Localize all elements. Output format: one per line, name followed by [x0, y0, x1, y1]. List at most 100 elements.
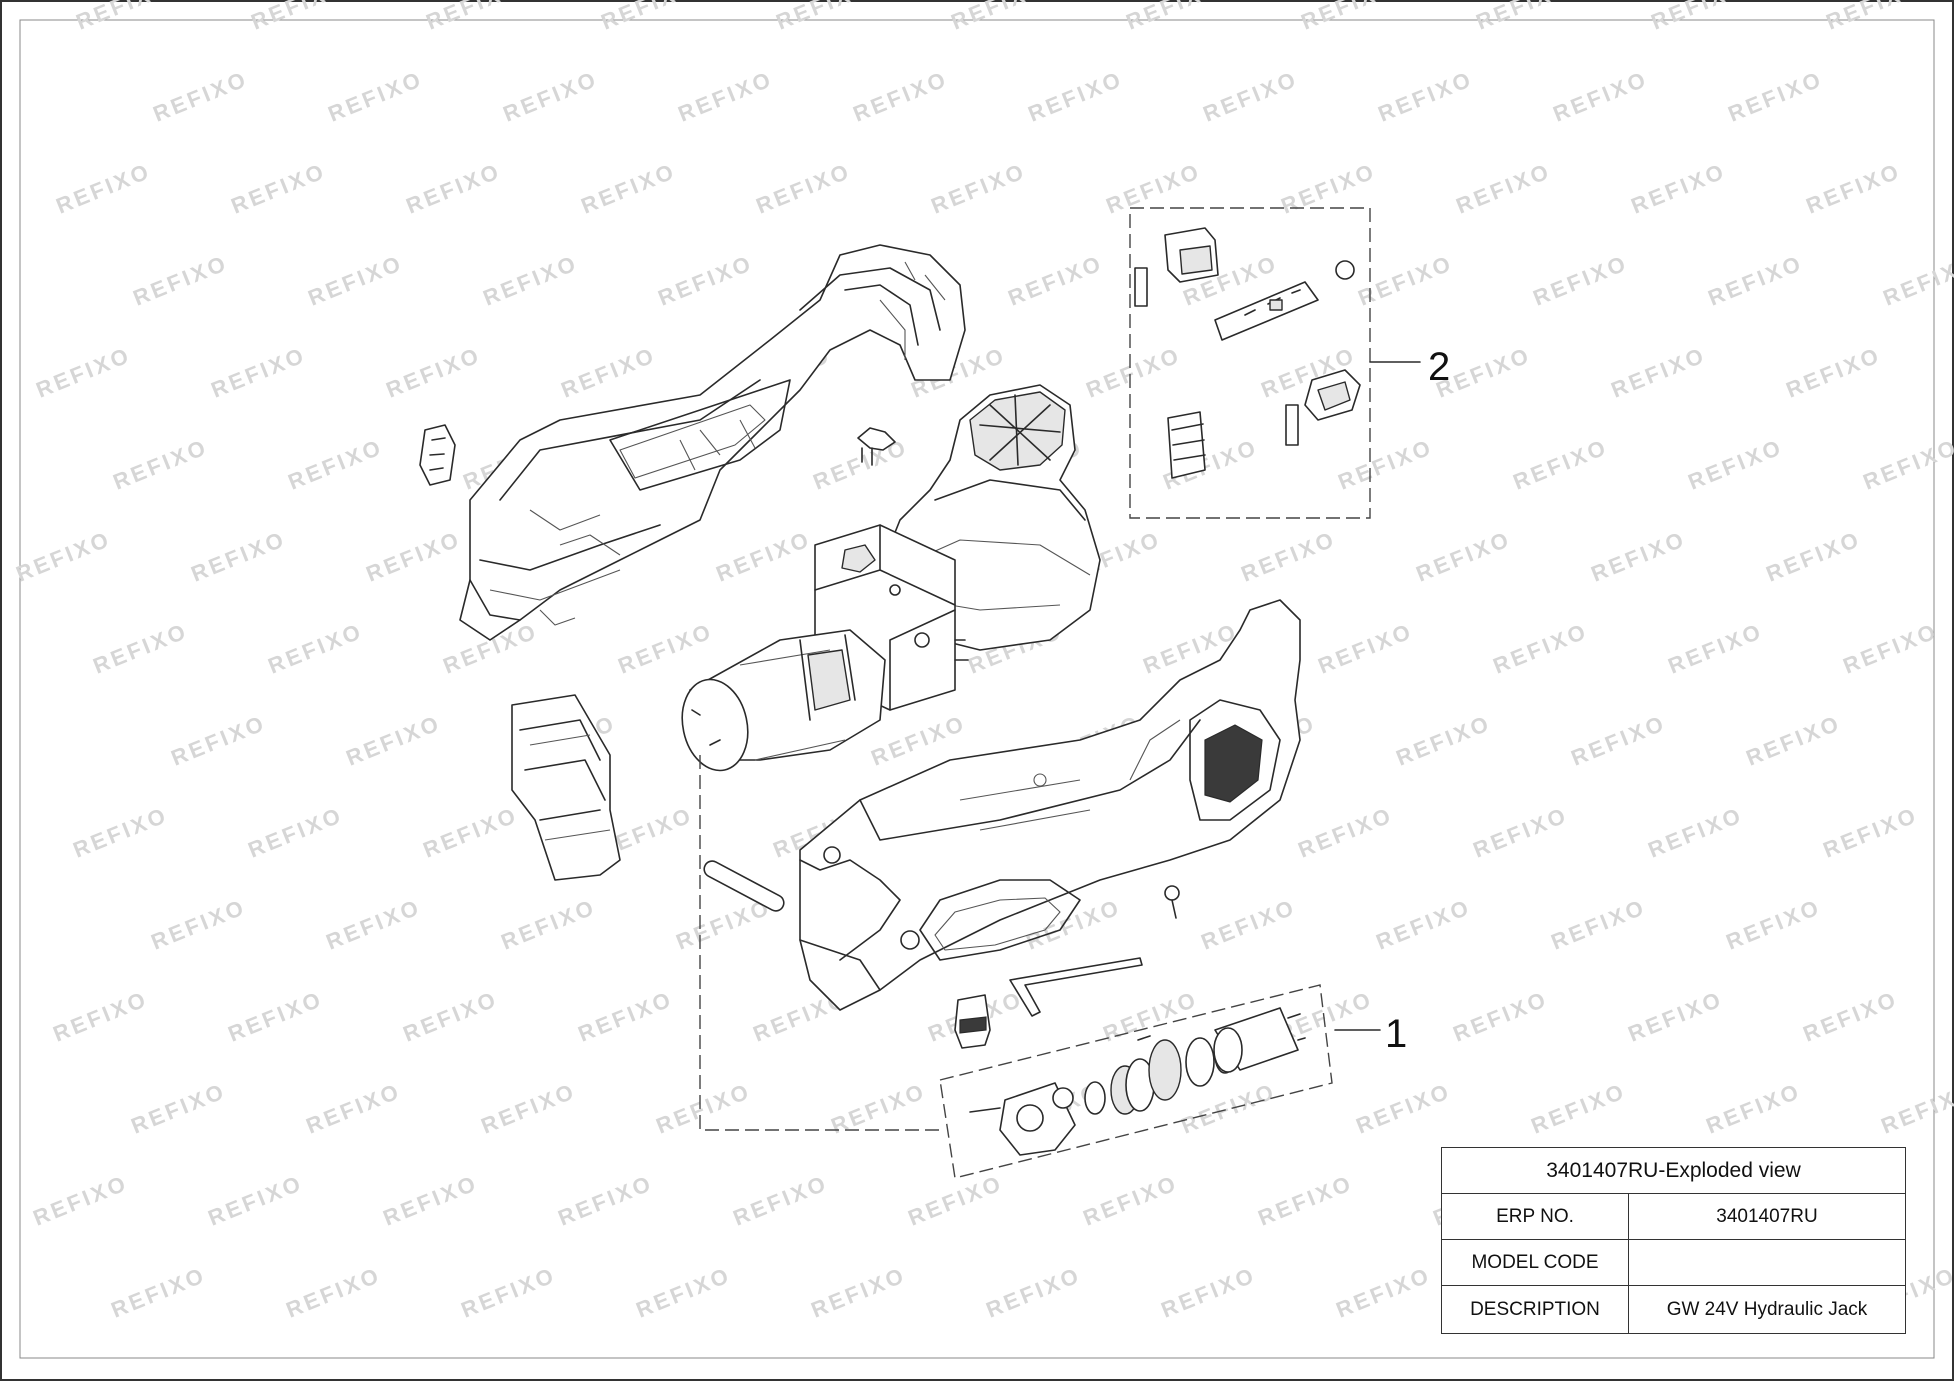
watermark-text: REFIXO	[1725, 66, 1827, 127]
watermark-text: REFIXO	[1648, 0, 1750, 35]
watermark-text: REFIXO	[1820, 802, 1922, 863]
watermark-text: REFIXO	[1100, 986, 1202, 1047]
model-code-value	[1629, 1240, 1905, 1285]
watermark-text: REFIXO	[208, 342, 310, 403]
watermark-text: REFIXO	[1335, 434, 1437, 495]
watermark-text: REFIXO	[1393, 710, 1495, 771]
title-block-title: 3401407RU-Exploded view	[1442, 1148, 1905, 1194]
watermark-text: REFIXO	[1315, 618, 1417, 679]
watermark-text: REFIXO	[1490, 618, 1592, 679]
watermark-text: REFIXO	[810, 434, 912, 495]
watermark-text: REFIXO	[1158, 1262, 1260, 1323]
watermark-text: REFIXO	[440, 618, 542, 679]
watermark-text: REFIXO	[1200, 66, 1302, 127]
watermark-text: REFIXO	[1743, 710, 1845, 771]
release-knob	[857, 427, 896, 466]
title-block-row-description: DESCRIPTION GW 24V Hydraulic Jack	[1442, 1286, 1905, 1333]
watermark-text: REFIXO	[1625, 986, 1727, 1047]
watermark-text: REFIXO	[1413, 526, 1515, 587]
watermark-text: REFIXO	[73, 0, 175, 35]
lower-housing-shell	[799, 599, 1301, 1011]
watermark-text: REFIXO	[33, 342, 135, 403]
watermark-text: REFIXO	[1550, 66, 1652, 127]
watermark-text: REFIXO	[578, 158, 680, 219]
watermark-text: REFIXO	[1685, 434, 1787, 495]
watermark-text: REFIXO	[1103, 158, 1205, 219]
watermark-text: REFIXO	[1238, 526, 1340, 587]
watermark-text: REFIXO	[150, 66, 252, 127]
side-clip	[419, 424, 456, 486]
watermark-text: REFIXO	[1178, 1078, 1280, 1139]
watermark-text: REFIXO	[1705, 250, 1807, 311]
watermark-text: REFIXO	[1255, 1170, 1357, 1231]
watermark-text: REFIXO	[1880, 250, 1954, 311]
watermark-text: REFIXO	[265, 618, 367, 679]
watermark-text: REFIXO	[305, 250, 407, 311]
description-label: DESCRIPTION	[1442, 1286, 1629, 1333]
watermark-text: REFIXO	[1628, 158, 1730, 219]
watermark-text: REFIXO	[478, 1078, 580, 1139]
watermark-text: REFIXO	[1373, 894, 1475, 955]
watermark-text: REFIXO	[1763, 526, 1865, 587]
watermark-text: REFIXO	[1823, 0, 1925, 35]
watermark-text: REFIXO	[325, 66, 427, 127]
watermark-text: REFIXO	[730, 1170, 832, 1231]
watermark-text: REFIXO	[1840, 618, 1942, 679]
watermark-text: REFIXO	[1530, 250, 1632, 311]
watermark-text: REFIXO	[655, 250, 757, 311]
watermark-text: REFIXO	[653, 1078, 755, 1139]
watermark-text: REFIXO	[1645, 802, 1747, 863]
title-block: 3401407RU-Exploded view ERP NO. 3401407R…	[1441, 1147, 1906, 1334]
watermark-text: REFIXO	[1800, 986, 1902, 1047]
watermark-text: REFIXO	[225, 986, 327, 1047]
handle-pad	[703, 860, 785, 912]
description-value: GW 24V Hydraulic Jack	[1666, 1298, 1868, 1320]
watermark-text: REFIXO	[948, 0, 1050, 35]
callout-number-2: 2	[1428, 345, 1450, 389]
watermark-text: REFIXO	[1878, 1078, 1954, 1139]
watermark-text: REFIXO	[283, 1262, 385, 1323]
watermark-text: REFIXO	[808, 1262, 910, 1323]
watermark-text: REFIXO	[1803, 158, 1905, 219]
watermark-text: REFIXO	[1025, 66, 1127, 127]
watermark-text: REFIXO	[343, 710, 445, 771]
watermark-text: REFIXO	[403, 158, 505, 219]
watermark-text: REFIXO	[110, 434, 212, 495]
watermark-text: REFIXO	[1333, 1262, 1435, 1323]
watermark-text: REFIXO	[1080, 1170, 1182, 1231]
watermark-text: REFIXO	[168, 710, 270, 771]
watermark-layer: REFIXO REFIXO REFIXO REFIXO REFIXO REFIXO REFI…	[13, 0, 1954, 1323]
watermark-text: REFIXO	[53, 158, 155, 219]
title-block-row-model: MODEL CODE	[1442, 1240, 1905, 1286]
watermark-text: REFIXO	[1473, 0, 1575, 35]
watermark-text: REFIXO	[323, 894, 425, 955]
watermark-text: REFIXO	[245, 802, 347, 863]
watermark-text: REFIXO	[1123, 0, 1225, 35]
watermark-text: REFIXO	[1568, 710, 1670, 771]
watermark-text: REFIXO	[615, 618, 717, 679]
watermark-text: REFIXO	[983, 1262, 1085, 1323]
rubber-foot	[954, 994, 991, 1049]
watermark-text: REFIXO	[850, 66, 952, 127]
control-board-switches	[1129, 207, 1421, 519]
watermark-text: REFIXO	[383, 342, 485, 403]
hex-key	[1009, 957, 1143, 1017]
watermark-text: REFIXO	[50, 986, 152, 1047]
watermark-text: REFIXO	[753, 158, 855, 219]
watermark-text: REFIXO	[363, 526, 465, 587]
hydraulic-pump-body	[681, 384, 1101, 772]
watermark-text: REFIXO	[598, 0, 700, 35]
erp-label: ERP NO.	[1442, 1194, 1629, 1239]
watermark-text: REFIXO	[400, 986, 502, 1047]
watermark-text: REFIXO	[205, 1170, 307, 1231]
watermark-text: REFIXO	[1528, 1078, 1630, 1139]
watermark-text: REFIXO	[1375, 66, 1477, 127]
watermark-text: REFIXO	[1298, 0, 1400, 35]
watermark-text: REFIXO	[188, 526, 290, 587]
watermark-text: REFIXO	[905, 1170, 1007, 1231]
retaining-bracket	[511, 694, 621, 881]
watermark-text: REFIXO	[555, 1170, 657, 1231]
watermark-text: REFIXO	[928, 158, 1030, 219]
watermark-text: REFIXO	[303, 1078, 405, 1139]
